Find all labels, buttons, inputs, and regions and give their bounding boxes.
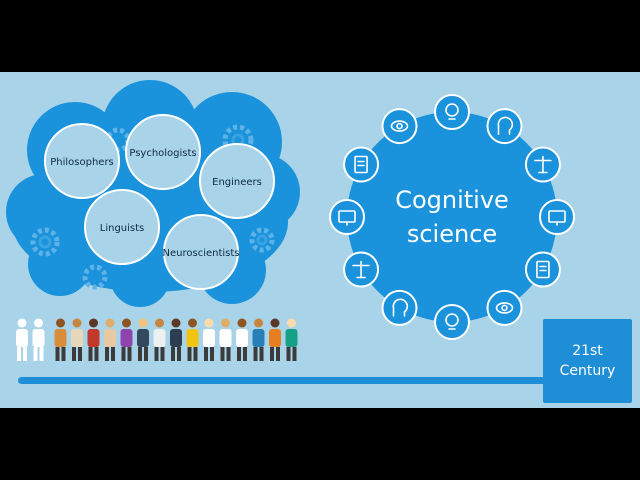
person-figure bbox=[87, 318, 100, 361]
discipline-bubble-philosophers: Philosophers bbox=[44, 123, 120, 199]
person-figure bbox=[137, 318, 149, 361]
cognitive-science-hub: Cognitive science bbox=[347, 112, 557, 322]
discipline-label: Philosophers bbox=[50, 157, 114, 168]
discipline-bubble-linguists: Linguists bbox=[84, 189, 160, 265]
person-figure bbox=[54, 318, 67, 361]
scene: Philosophers Psychologists Engineers Lin… bbox=[0, 72, 640, 408]
head-brain-icon bbox=[486, 289, 523, 326]
era-label-line1: 21st bbox=[572, 343, 603, 359]
era-marker-21st-century: 21st Century bbox=[543, 319, 632, 403]
discipline-label: Neuroscientists bbox=[163, 248, 240, 259]
cognitive-science-title-line2: science bbox=[407, 220, 497, 248]
id-card-icon bbox=[524, 251, 561, 288]
illustration: Philosophers Psychologists Engineers Lin… bbox=[6, 80, 575, 384]
head-profile-icon bbox=[329, 199, 365, 235]
person-figure bbox=[236, 318, 248, 361]
era-label-line2: Century bbox=[559, 363, 616, 379]
person-figure bbox=[71, 318, 83, 361]
discipline-bubble-psychologists: Psychologists bbox=[125, 114, 201, 190]
person-figure bbox=[170, 318, 182, 361]
person-figure bbox=[32, 318, 45, 361]
brain-monitor-icon bbox=[539, 199, 575, 235]
discipline-bubble-neuroscientists: Neuroscientists bbox=[163, 214, 240, 290]
discipline-label: Psychologists bbox=[129, 148, 196, 159]
people-row bbox=[16, 318, 298, 361]
scales-icon bbox=[524, 146, 561, 183]
eye-icon bbox=[434, 304, 470, 340]
person-figure bbox=[252, 318, 265, 361]
timeline-bar bbox=[18, 377, 550, 384]
person-presenting-icon bbox=[381, 108, 418, 145]
lightbulb-brain-icon bbox=[434, 94, 470, 130]
discipline-label: Linguists bbox=[100, 223, 145, 234]
person-figure bbox=[16, 318, 28, 361]
discipline-bubble-engineers: Engineers bbox=[199, 143, 275, 219]
person-figure bbox=[104, 318, 116, 361]
discipline-label: Engineers bbox=[212, 177, 262, 188]
person-figure bbox=[186, 318, 199, 361]
person-figure bbox=[269, 318, 281, 361]
cognitive-science-title-line1: Cognitive bbox=[395, 186, 509, 214]
heart-head-icon bbox=[381, 289, 418, 326]
person-figure bbox=[153, 318, 166, 361]
person-figure bbox=[203, 318, 215, 361]
person-figure bbox=[285, 318, 298, 361]
document-icon bbox=[343, 146, 380, 183]
head-gears-icon bbox=[486, 108, 523, 145]
person-figure bbox=[120, 318, 133, 361]
cognitive-icon-ring bbox=[329, 94, 575, 340]
robot-arm-icon bbox=[343, 251, 380, 288]
person-figure bbox=[219, 318, 232, 361]
